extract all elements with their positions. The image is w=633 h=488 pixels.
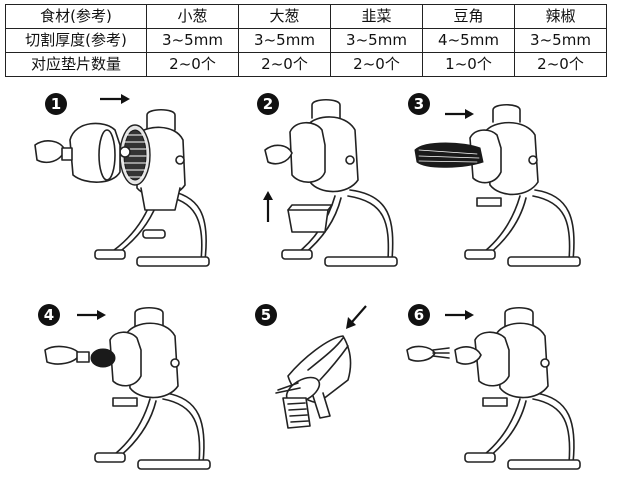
table-cell: 对应垫片数量 [5,52,147,77]
table-cell: 4~5mm [422,28,515,53]
slicer-machine-icon [414,103,581,267]
table-cell: 2~0个 [514,52,607,77]
table-cell: 1~0个 [422,52,515,77]
arrow-right-icon [445,310,474,320]
table-header-row: 食材(参考) 小葱 大葱 韭菜 豆角 辣椒 [5,4,607,29]
step-3-illustration: 3 [405,90,605,275]
table-header-cell: 小葱 [146,4,239,29]
table-header-cell: 食材(参考) [5,4,147,29]
arrow-down-left-icon [346,305,367,329]
step-number-badge: 4 [38,304,60,326]
step-number-badge: 3 [408,93,430,115]
step-number-badge: 5 [255,304,277,326]
arrow-right-icon [77,310,106,320]
step-number-badge: 6 [408,304,430,326]
step-2-illustration: 2 [240,90,440,275]
arrow-right-icon [100,94,130,104]
step-5-illustration: 5 [248,298,448,483]
pusher-assembly-icon [275,335,352,429]
arrow-right-icon [445,109,474,119]
table-header-cell: 豆角 [422,4,515,29]
table-cell: 3~5mm [514,28,607,53]
slicer-machine-icon [406,306,581,470]
table-header-cell: 韭菜 [330,4,423,29]
table-cell: 2~0个 [238,52,331,77]
table-header-cell: 大葱 [238,4,331,29]
table-cell: 切割厚度(参考) [5,28,147,53]
table-cell: 3~5mm [146,28,239,53]
step-6-illustration: 6 [405,298,605,483]
table-header-cell: 辣椒 [514,4,607,29]
arrow-up-icon [263,191,273,222]
step-number-badge: 2 [257,93,279,115]
slicer-machine-icon [44,306,211,470]
slicer-machine-icon [264,98,398,267]
spec-table: 食材(参考) 小葱 大葱 韭菜 豆角 辣椒 切割厚度(参考) 3~5mm 3~5… [5,4,607,77]
step-4-illustration: 4 [35,298,235,483]
table-row: 切割厚度(参考) 3~5mm 3~5mm 3~5mm 4~5mm 3~5mm [5,28,607,53]
table-row: 对应垫片数量 2~0个 2~0个 2~0个 1~0个 2~0个 [5,52,607,77]
step-number-badge: 1 [45,93,67,115]
table-cell: 2~0个 [146,52,239,77]
table-cell: 3~5mm [330,28,423,53]
slicer-machine-icon [34,108,210,267]
table-cell: 3~5mm [238,28,331,53]
table-cell: 2~0个 [330,52,423,77]
step-1-illustration: 1 [25,90,225,275]
